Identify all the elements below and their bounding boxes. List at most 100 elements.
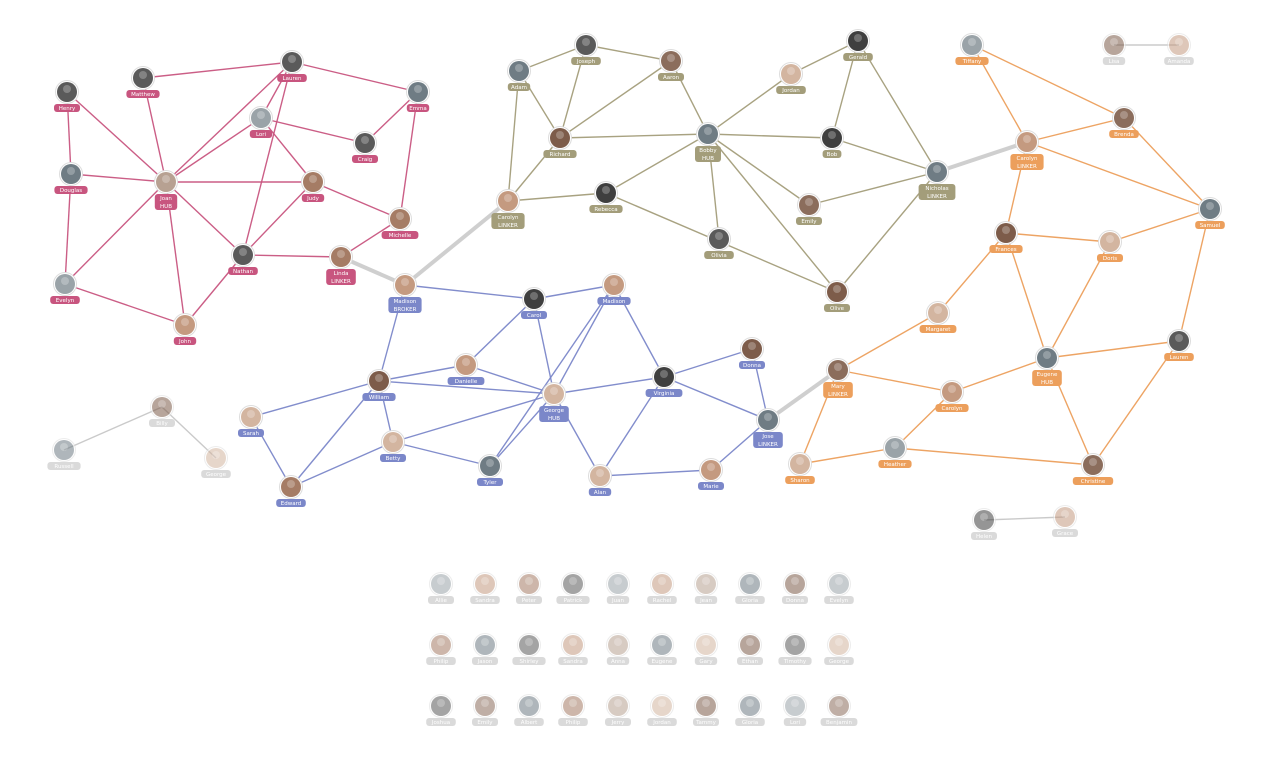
node-lauren_p[interactable]: Lauren <box>277 50 307 83</box>
node-billy[interactable]: Billy <box>149 395 175 428</box>
avatar-face <box>1002 226 1010 234</box>
node-craig[interactable]: Craig <box>352 131 378 164</box>
node-adam[interactable]: Adam <box>507 59 531 92</box>
node-donna_b[interactable]: Donna <box>739 337 765 370</box>
grid-person-2-3-philip[interactable]: Philip <box>558 694 588 727</box>
node-carolyn_s[interactable]: Carolyn <box>935 380 969 413</box>
node-michelle[interactable]: Michelle <box>381 207 419 240</box>
node-joseph[interactable]: Joseph <box>571 33 601 66</box>
node-samuel[interactable]: Samuel <box>1195 197 1225 230</box>
node-bob[interactable]: Bob <box>820 126 844 159</box>
node-nathan[interactable]: Nathan <box>228 243 258 276</box>
grid-person-2-8-lori[interactable]: Lori <box>783 694 807 727</box>
node-amanda[interactable]: Amanda <box>1164 33 1194 66</box>
node-edward[interactable]: Edward <box>276 475 306 508</box>
node-virginia[interactable]: Virginia <box>645 365 683 398</box>
node-lauren_r[interactable]: Lauren <box>1164 329 1194 362</box>
grid-person-0-8-donna[interactable]: Donna <box>782 572 808 605</box>
node-heather[interactable]: Heather <box>878 436 912 469</box>
node-henry[interactable]: Henry <box>54 80 80 113</box>
grid-person-2-2-albert[interactable]: Albert <box>514 694 544 727</box>
node-tyler[interactable]: Tyler <box>477 454 503 487</box>
grid-person-0-9-evelyn[interactable]: Evelyn <box>824 572 854 605</box>
grid-person-0-5-rachel[interactable]: Rachel <box>647 572 677 605</box>
edge-lauren_p-emma <box>291 61 419 93</box>
node-olivia[interactable]: Olivia <box>704 227 734 260</box>
node-douglas[interactable]: Douglas <box>54 162 88 195</box>
node-matthew[interactable]: Matthew <box>126 66 160 99</box>
grid-person-1-3-sandra[interactable]: Sandra <box>558 633 588 666</box>
node-betty[interactable]: Betty <box>380 430 406 463</box>
node-sharon[interactable]: Sharon <box>785 452 815 485</box>
node-william[interactable]: William <box>362 369 396 402</box>
grid-person-1-7-ethan[interactable]: Ethan <box>737 633 763 666</box>
grid-person-1-4-anna[interactable]: Anna <box>606 633 630 666</box>
node-tiffany[interactable]: Tiffany <box>955 33 989 66</box>
node-rebecca[interactable]: Rebecca <box>589 181 623 214</box>
node-christine[interactable]: Christine <box>1072 453 1114 486</box>
node-grace[interactable]: Grace <box>1052 505 1078 538</box>
grid-person-1-6-gary[interactable]: Gary <box>694 633 718 666</box>
grid-person-0-7-gloria[interactable]: Gloria <box>735 572 765 605</box>
node-emily_o[interactable]: Emily <box>796 193 822 226</box>
node-doris[interactable]: Doris <box>1097 230 1123 263</box>
grid-person-2-9-benjamin[interactable]: Benjamin <box>820 694 858 727</box>
grid-person-1-2-shirley[interactable]: Shirley <box>512 633 546 666</box>
edge-nathan-john <box>184 254 244 326</box>
name-pill <box>539 406 569 422</box>
node-gerald[interactable]: Gerald <box>843 29 873 62</box>
grid-person-2-7-gloria[interactable]: Gloria <box>735 694 765 727</box>
node-margaret[interactable]: Margaret <box>919 301 957 334</box>
grid-person-2-4-jerry[interactable]: Jerry <box>605 694 631 727</box>
node-madison_t[interactable]: Madison <box>597 273 631 306</box>
grid-person-1-1-jason[interactable]: Jason <box>472 633 498 666</box>
grid-person-1-0-philip[interactable]: Philip <box>426 633 456 666</box>
node-frances[interactable]: Frances <box>989 221 1023 254</box>
grid-person-0-4-juan[interactable]: Juan <box>606 572 630 605</box>
node-evelyn_p[interactable]: Evelyn <box>50 272 80 305</box>
node-lisa[interactable]: Lisa <box>1102 33 1126 66</box>
node-olive[interactable]: Olive <box>824 280 850 313</box>
node-john[interactable]: John <box>173 313 197 346</box>
node-russell[interactable]: Russell <box>47 438 81 471</box>
node-alan[interactable]: Alan <box>588 464 612 497</box>
node-marie[interactable]: Marie <box>698 458 724 491</box>
name-pill <box>1102 57 1126 65</box>
node-helen[interactable]: Helen <box>971 508 997 541</box>
node-danielle[interactable]: Danielle <box>447 353 485 386</box>
grid-person-0-0-allie[interactable]: Allie <box>428 572 454 605</box>
node-sarah[interactable]: Sarah <box>238 405 264 438</box>
grid-person-0-2-peter[interactable]: Peter <box>516 572 542 605</box>
node-george_g[interactable]: George <box>201 446 231 479</box>
node-judy[interactable]: Judy <box>301 170 325 203</box>
grid-person-2-0-joshua[interactable]: Joshua <box>426 694 456 727</box>
node-carol[interactable]: Carol <box>521 287 547 320</box>
node-jordan_o[interactable]: Jordan <box>776 62 806 95</box>
grid-person-0-6-jean[interactable]: Jean <box>694 572 718 605</box>
node-richard[interactable]: Richard <box>543 126 577 159</box>
avatar-face <box>309 175 317 183</box>
node-emma[interactable]: Emma <box>406 80 430 113</box>
grid-person-0-3-patrick[interactable]: Patrick <box>556 572 590 605</box>
node-aaron[interactable]: Aaron <box>658 49 684 82</box>
grid-person-2-5-jordan[interactable]: Jordan <box>647 694 677 727</box>
node-lori[interactable]: Lori <box>249 106 273 139</box>
grid-person-2-1-emily[interactable]: Emily <box>472 694 498 727</box>
node-brenda[interactable]: Brenda <box>1109 106 1139 139</box>
grid-person-1-8-timothy[interactable]: Timothy <box>778 633 812 666</box>
grid-person-1-5-eugene[interactable]: Eugene <box>647 633 677 666</box>
grid-person-1-9-george[interactable]: George <box>824 633 854 666</box>
grid-person-2-6-tammy[interactable]: Tammy <box>693 694 719 727</box>
grid-person-0-1-sandra[interactable]: Sandra <box>470 572 500 605</box>
